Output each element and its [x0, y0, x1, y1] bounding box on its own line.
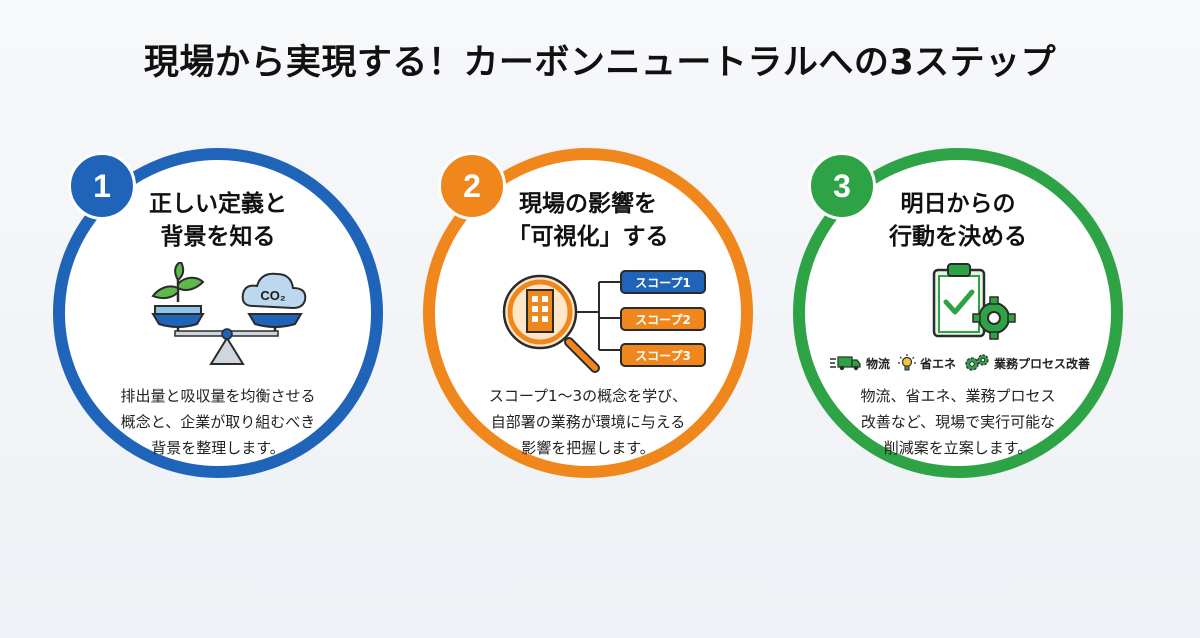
magnifier-building-icon	[502, 274, 620, 373]
step-2-description: スコープ1〜3の概念を学び、 自部署の業務が環境に与える 影響を把握します。	[458, 383, 718, 461]
step-3-description: 物流、省エネ、業務プロセス 改善など、現場で実行可能な 削減案を立案します。	[828, 383, 1088, 461]
step-1-heading-line-2: 背景を知る	[160, 224, 276, 250]
category-label: 物流	[866, 356, 891, 371]
scope-2-box: スコープ2	[620, 307, 706, 331]
step-1-heading-line-1: 正しい定義と	[149, 191, 287, 217]
step-3-number-badge: 3	[808, 152, 876, 220]
step-1-number-badge: 1	[68, 152, 136, 220]
category-energy-saving: 省エネ	[898, 354, 956, 372]
gears-icon	[965, 354, 989, 371]
step-3-heading-line-1: 明日からの	[900, 191, 1016, 217]
page-title: 現場から実現する！カーボンニュートラルへの3ステップ	[143, 43, 1057, 83]
step-2-number-badge: 2	[438, 152, 506, 220]
step-2-description-line-2: 自部署の業務が環境に与える	[490, 413, 686, 431]
category-process-improvement: 業務プロセス改善	[964, 354, 1090, 372]
sprout-icon	[151, 262, 205, 302]
step-2-description-line-3: 影響を把握します。	[521, 439, 655, 457]
step-1-heading: 正しい定義と 背景を知る	[108, 188, 328, 254]
step-3-heading-line-2: 行動を決める	[889, 224, 1027, 250]
step-2-heading-line-2: 「可視化」する	[507, 224, 669, 250]
co2-label: CO₂	[260, 288, 286, 303]
step-3-description-line-1: 物流、省エネ、業務プロセス	[860, 387, 1056, 405]
step-2-heading: 現場の影響を 「可視化」する	[478, 188, 698, 254]
co2-cloud-icon: CO₂	[241, 272, 307, 310]
clipboard-check-gear-icon	[932, 263, 1016, 340]
step-2-heading-line-1: 現場の影響を	[519, 191, 657, 217]
category-logistics: 物流	[830, 355, 890, 372]
scope-3-box: スコープ3	[620, 343, 706, 367]
step-3-category-row: 物流 省エネ 業務プロセス改善	[830, 352, 1120, 374]
balance-scale-icon: CO₂	[151, 262, 307, 365]
truck-icon	[830, 356, 861, 371]
step-2-description-line-1: スコープ1〜3の概念を学び、	[488, 387, 688, 405]
category-label: 業務プロセス改善	[994, 356, 1091, 371]
scope-1-box: スコープ1	[620, 270, 706, 294]
step-1-description: 排出量と吸収量を均衡させる 概念と、企業が取り組むべき 背景を整理します。	[88, 383, 348, 461]
step-1-description-line-3: 背景を整理します。	[151, 439, 285, 457]
step-1-description-line-2: 概念と、企業が取り組むべき	[120, 413, 316, 431]
step-3-description-line-2: 改善など、現場で実行可能な	[860, 413, 1056, 431]
lightbulb-icon	[898, 354, 917, 371]
step-1-description-line-1: 排出量と吸収量を均衡させる	[120, 387, 316, 405]
step-3-heading: 明日からの 行動を決める	[848, 188, 1068, 254]
category-label: 省エネ	[920, 356, 957, 371]
step-3-description-line-3: 削減案を立案します。	[883, 439, 1033, 457]
